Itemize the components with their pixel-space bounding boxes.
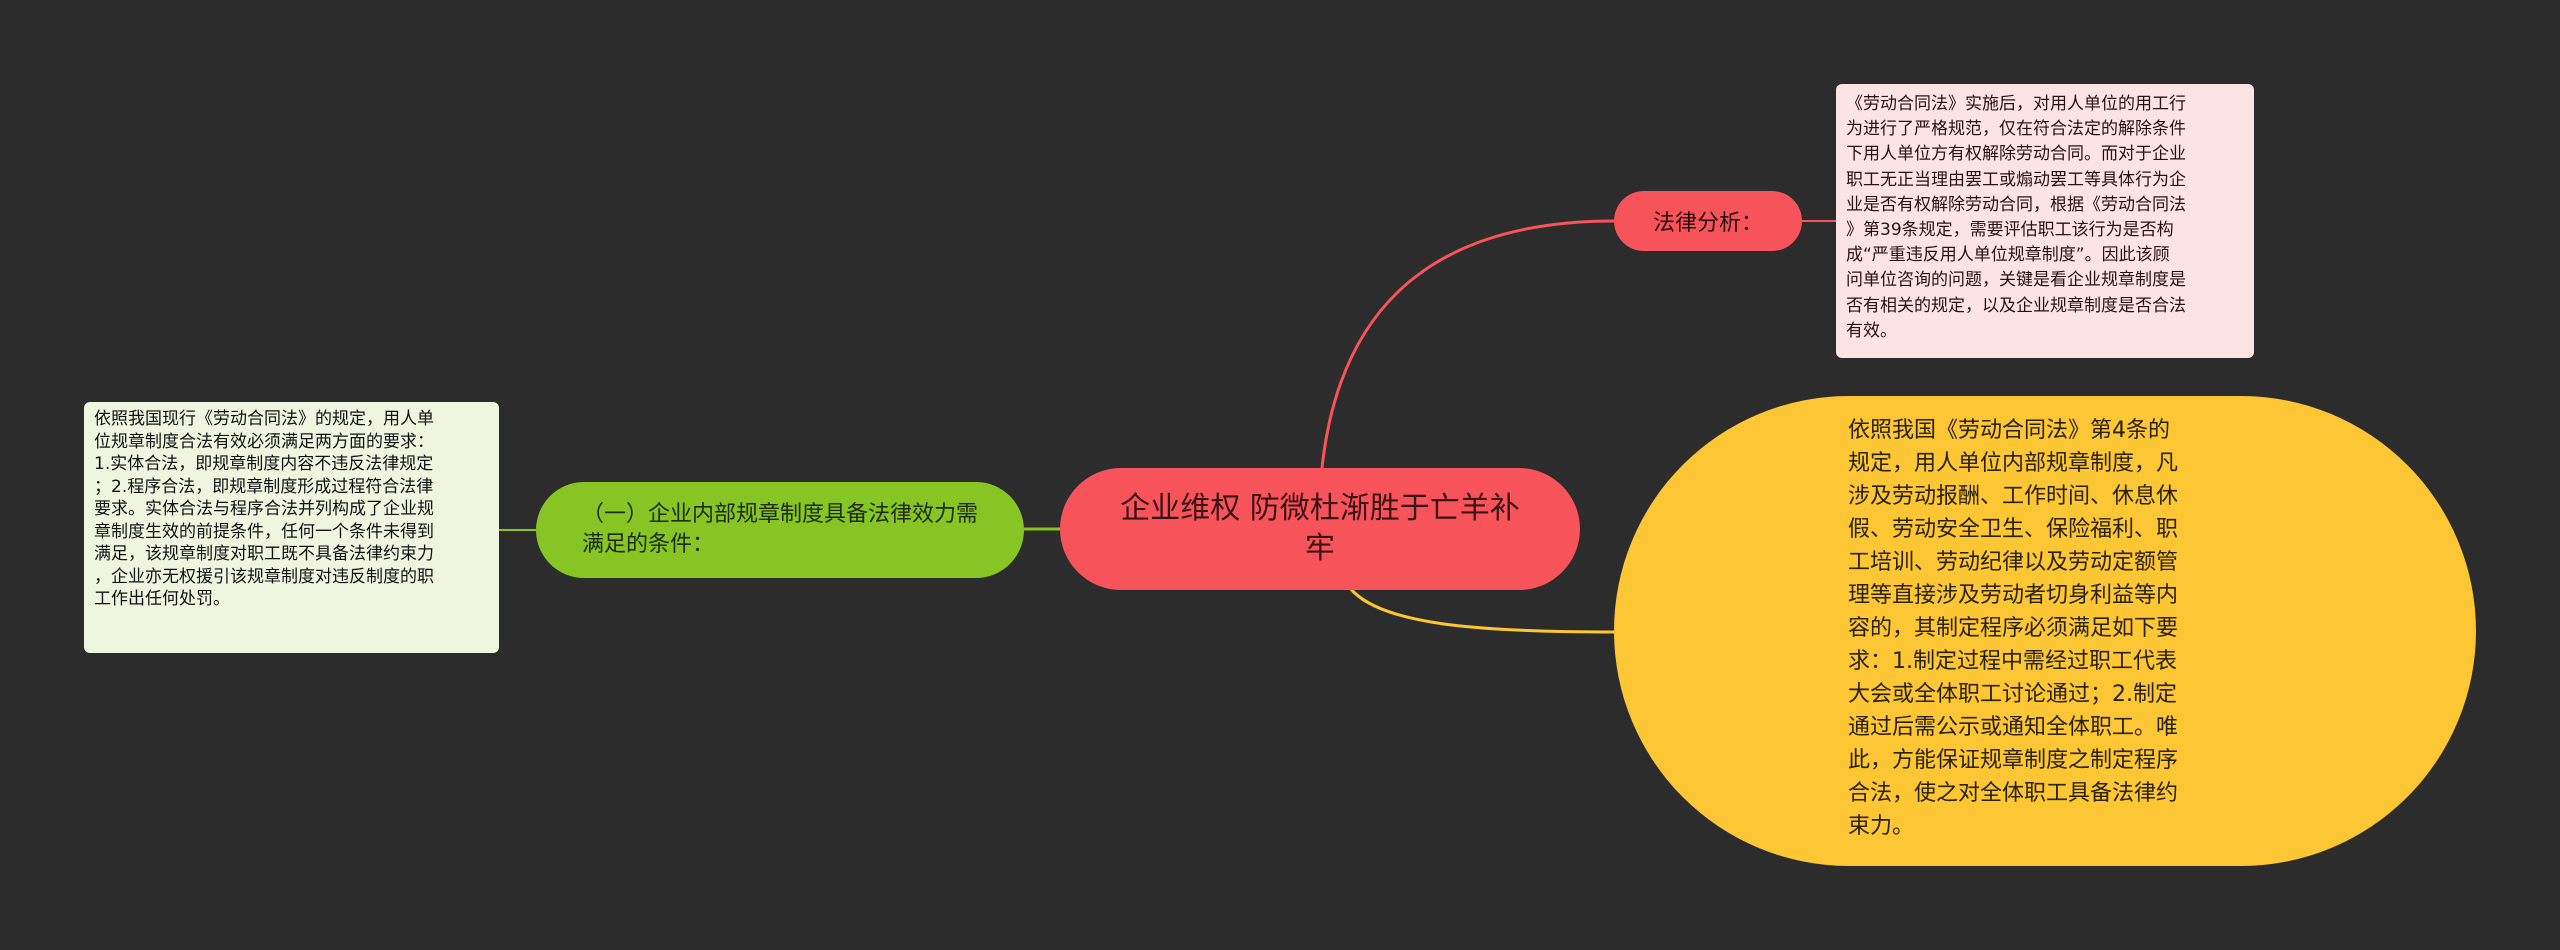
law-analysis-topic[interactable]: 法律分析： bbox=[1614, 191, 1802, 251]
law-analysis-topic-label: 法律分析： bbox=[1652, 211, 1763, 236]
law-analysis-note[interactable]: 《劳动合同法》实施后，对用人单位的用工行 为进行了严格规范，仅在符合法定的解除条… bbox=[1836, 84, 2254, 358]
left-branch-topic-label: （一）企业内部规章制度具备法律效力需满足的条件： bbox=[582, 502, 979, 557]
left-branch-note[interactable]: 依照我国现行《劳动合同法》的规定，用人单 位规章制度合法有效必须满足两方面的要求… bbox=[84, 402, 499, 653]
link-center-to-yellow bbox=[1348, 587, 1615, 634]
link-center-to-law-topic bbox=[1320, 219, 1615, 469]
left-branch-topic[interactable]: （一）企业内部规章制度具备法律效力需满足的条件： bbox=[536, 482, 1024, 578]
central-topic-label: 企业维权 防微杜渐胜于亡羊补牢 bbox=[1120, 491, 1520, 566]
yellow-branch-topic[interactable]: 依照我国《劳动合同法》第4条的 规定，用人单位内部规章制度，凡 涉及劳动报酬、工… bbox=[1614, 396, 2476, 866]
central-topic[interactable]: 企业维权 防微杜渐胜于亡羊补牢 bbox=[1060, 468, 1580, 590]
